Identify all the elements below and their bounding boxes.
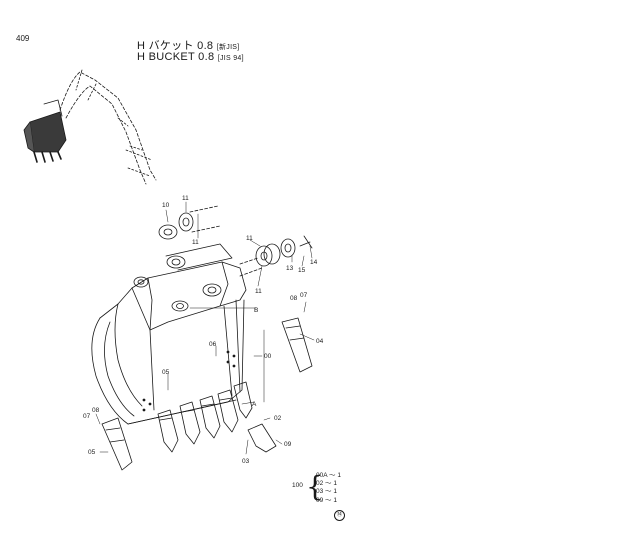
title-japanese: H バケット 0.8 [新JIS]	[137, 37, 240, 53]
pins-and-bushings	[158, 205, 313, 277]
side-cutters	[101, 317, 313, 471]
callout-06: 06	[209, 341, 217, 348]
page-number: 409	[16, 34, 30, 43]
callout-11-a: 11	[182, 195, 189, 202]
callout-05-b: 05	[88, 449, 96, 456]
circled-badge: ⑭	[334, 510, 345, 521]
quantity-row: 02 ～ 1	[316, 480, 337, 488]
callout-B: B	[254, 307, 258, 314]
quantity-row: 00A ～ 1	[316, 472, 341, 479]
bucket-teeth	[157, 381, 253, 453]
callout-15: 15	[298, 267, 306, 274]
callout-00: 00	[264, 353, 272, 360]
quantity-row: 09 ～ 1	[316, 496, 337, 504]
callout-08-a: 08	[290, 295, 298, 302]
leader-lines	[95, 201, 315, 455]
callout-11-d: 11	[255, 288, 262, 295]
title-english-text: H BUCKET 0.8	[137, 51, 215, 63]
callout-10: 10	[162, 202, 170, 209]
callout-13: 13	[286, 265, 294, 272]
quantity-rows: 00A ～ 1 02 ～ 1 03 ～ 1 09 ～ 1	[316, 472, 341, 505]
quantity-group-number: 100	[292, 482, 303, 489]
title-japanese-tag: [新JIS]	[216, 44, 240, 51]
bucket-body	[91, 243, 247, 425]
callout-07-a: 07	[300, 292, 308, 299]
title-english-tag: [JIS 94]	[217, 55, 244, 62]
callout-02: 02	[274, 415, 282, 422]
excavator-thumbnail	[23, 69, 157, 185]
callout-14: 14	[310, 259, 318, 266]
quantity-row: 03 ～ 1	[316, 488, 337, 496]
callout-A: A	[252, 401, 257, 408]
callout-05: 05	[162, 369, 170, 376]
quantity-brace: {	[306, 470, 324, 503]
title-english: H BUCKET 0.8 [JIS 94]	[137, 51, 244, 63]
callout-11-c: 11	[246, 235, 253, 242]
callout-07-b: 07	[83, 413, 91, 420]
callout-03: 03	[242, 458, 250, 465]
callout-08-b: 08	[92, 407, 100, 414]
callout-11-b: 11	[192, 239, 199, 246]
callout-04: 04	[316, 338, 324, 345]
title-japanese-text: H バケット 0.8	[137, 40, 214, 52]
callout-09: 09	[284, 441, 292, 448]
